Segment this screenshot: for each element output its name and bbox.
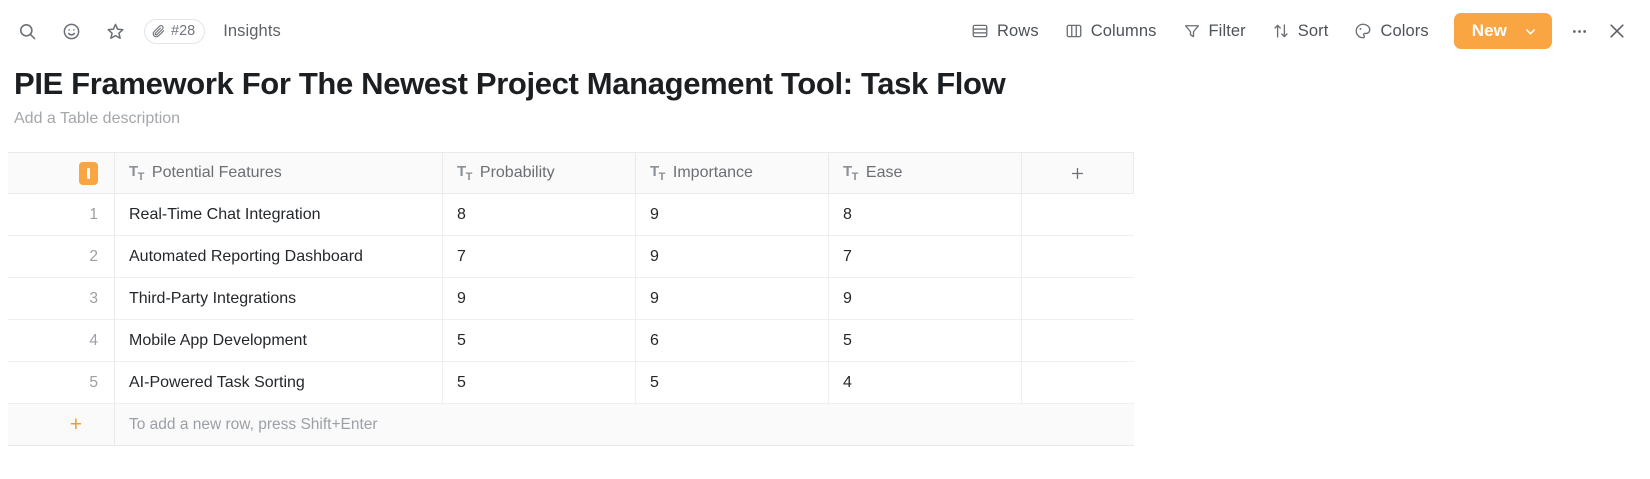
table-row[interactable]: 5 AI-Powered Task Sorting 5 5 4 <box>8 362 1134 404</box>
text-type-icon: TT <box>457 162 472 183</box>
emoji-smiley-icon[interactable] <box>56 16 86 46</box>
cell-probability[interactable]: 9 <box>443 278 636 319</box>
cell-empty <box>1022 278 1134 319</box>
column-header-ease[interactable]: TT Ease <box>829 153 1022 193</box>
page-title[interactable]: PIE Framework For The Newest Project Man… <box>14 66 1006 101</box>
add-row-plus-cell[interactable]: + <box>8 404 115 445</box>
primary-field-badge-cell <box>8 153 115 193</box>
insights-tab[interactable]: Insights <box>223 21 281 40</box>
cell-ease[interactable]: 7 <box>829 236 1022 277</box>
cell-potential-features[interactable]: Automated Reporting Dashboard <box>115 236 443 277</box>
sort-arrows-icon <box>1272 22 1290 40</box>
column-header-probability[interactable]: TT Probability <box>443 153 636 193</box>
rows-label: Rows <box>997 21 1039 40</box>
column-header-label: Ease <box>865 164 903 181</box>
add-row-footer[interactable]: + To add a new row, press Shift+Enter <box>8 404 1134 446</box>
columns-label: Columns <box>1090 21 1157 40</box>
table-row[interactable]: 1 Real-Time Chat Integration 8 9 8 <box>8 194 1134 236</box>
sort-button[interactable]: Sort <box>1261 14 1340 48</box>
table-description-placeholder[interactable]: Add a Table description <box>14 110 181 127</box>
palette-icon <box>1354 22 1372 40</box>
close-icon[interactable] <box>1600 14 1634 48</box>
link-paperclip-icon <box>152 24 166 38</box>
columns-icon <box>1065 22 1083 40</box>
text-type-icon: TT <box>650 162 665 183</box>
colors-button[interactable]: Colors <box>1343 14 1439 48</box>
cell-ease[interactable]: 8 <box>829 194 1022 235</box>
cell-empty <box>1022 194 1134 235</box>
table-row[interactable]: 3 Third-Party Integrations 9 9 9 <box>8 278 1134 320</box>
table-row[interactable]: 4 Mobile App Development 5 6 5 <box>8 320 1134 362</box>
text-type-icon: TT <box>843 162 858 183</box>
sort-label: Sort <box>1297 21 1329 40</box>
columns-button[interactable]: Columns <box>1054 14 1168 48</box>
cell-empty <box>1022 320 1134 361</box>
rows-button[interactable]: Rows <box>960 14 1050 48</box>
star-icon[interactable] <box>100 16 130 46</box>
new-button[interactable]: New <box>1453 13 1552 49</box>
cell-importance[interactable]: 9 <box>636 194 829 235</box>
cell-probability[interactable]: 5 <box>443 362 636 403</box>
cell-probability[interactable]: 8 <box>443 194 636 235</box>
more-options-icon[interactable] <box>1562 14 1596 48</box>
row-number: 4 <box>8 320 115 361</box>
cell-ease[interactable]: 9 <box>829 278 1022 319</box>
column-header-importance[interactable]: TT Importance <box>636 153 829 193</box>
cell-empty <box>1022 362 1134 403</box>
row-number: 5 <box>8 362 115 403</box>
column-header-potential-features[interactable]: TT Potential Features <box>115 153 443 193</box>
cell-potential-features[interactable]: Third-Party Integrations <box>115 278 443 319</box>
filter-button[interactable]: Filter <box>1172 14 1257 48</box>
top-toolbar: #28 Insights Rows Columns <box>0 0 1650 62</box>
rows-icon <box>971 22 989 40</box>
cell-importance[interactable]: 6 <box>636 320 829 361</box>
cell-importance[interactable]: 9 <box>636 278 829 319</box>
row-number: 1 <box>8 194 115 235</box>
add-row-hint: To add a new row, press Shift+Enter <box>115 404 1134 445</box>
filter-label: Filter <box>1208 21 1246 40</box>
primary-key-badge-icon <box>79 161 98 185</box>
cell-potential-features[interactable]: Real-Time Chat Integration <box>115 194 443 235</box>
column-header-label: Importance <box>672 164 753 181</box>
cell-ease[interactable]: 5 <box>829 320 1022 361</box>
cell-probability[interactable]: 5 <box>443 320 636 361</box>
colors-label: Colors <box>1380 21 1429 40</box>
reference-badge[interactable]: #28 <box>144 18 206 44</box>
cell-ease[interactable]: 4 <box>829 362 1022 403</box>
filter-funnel-icon <box>1183 22 1201 40</box>
table-row[interactable]: 2 Automated Reporting Dashboard 7 9 7 <box>8 236 1134 278</box>
chevron-down-icon[interactable] <box>1521 24 1552 39</box>
row-number: 2 <box>8 236 115 277</box>
toolbar-right-group: Rows Columns Filter <box>960 13 1650 49</box>
text-type-icon: TT <box>129 162 144 183</box>
cell-probability[interactable]: 7 <box>443 236 636 277</box>
column-header-label: Probability <box>479 164 555 181</box>
search-icon[interactable] <box>12 16 42 46</box>
cell-empty <box>1022 236 1134 277</box>
column-header-label: Potential Features <box>151 164 282 181</box>
cell-importance[interactable]: 5 <box>636 362 829 403</box>
plus-icon: + <box>69 413 82 436</box>
reference-number: #28 <box>171 23 196 39</box>
cell-importance[interactable]: 9 <box>636 236 829 277</box>
plus-icon <box>1069 165 1086 182</box>
cell-potential-features[interactable]: AI-Powered Task Sorting <box>115 362 443 403</box>
add-column-button[interactable] <box>1022 153 1134 193</box>
toolbar-left-group: #28 Insights <box>0 16 281 46</box>
new-button-label: New <box>1471 21 1507 40</box>
table-header-row: TT Potential Features TT Probability TT … <box>8 153 1134 194</box>
row-number: 3 <box>8 278 115 319</box>
cell-potential-features[interactable]: Mobile App Development <box>115 320 443 361</box>
data-table: TT Potential Features TT Probability TT … <box>8 152 1134 446</box>
add-row-hint-label: To add a new row, press Shift+Enter <box>129 415 378 433</box>
